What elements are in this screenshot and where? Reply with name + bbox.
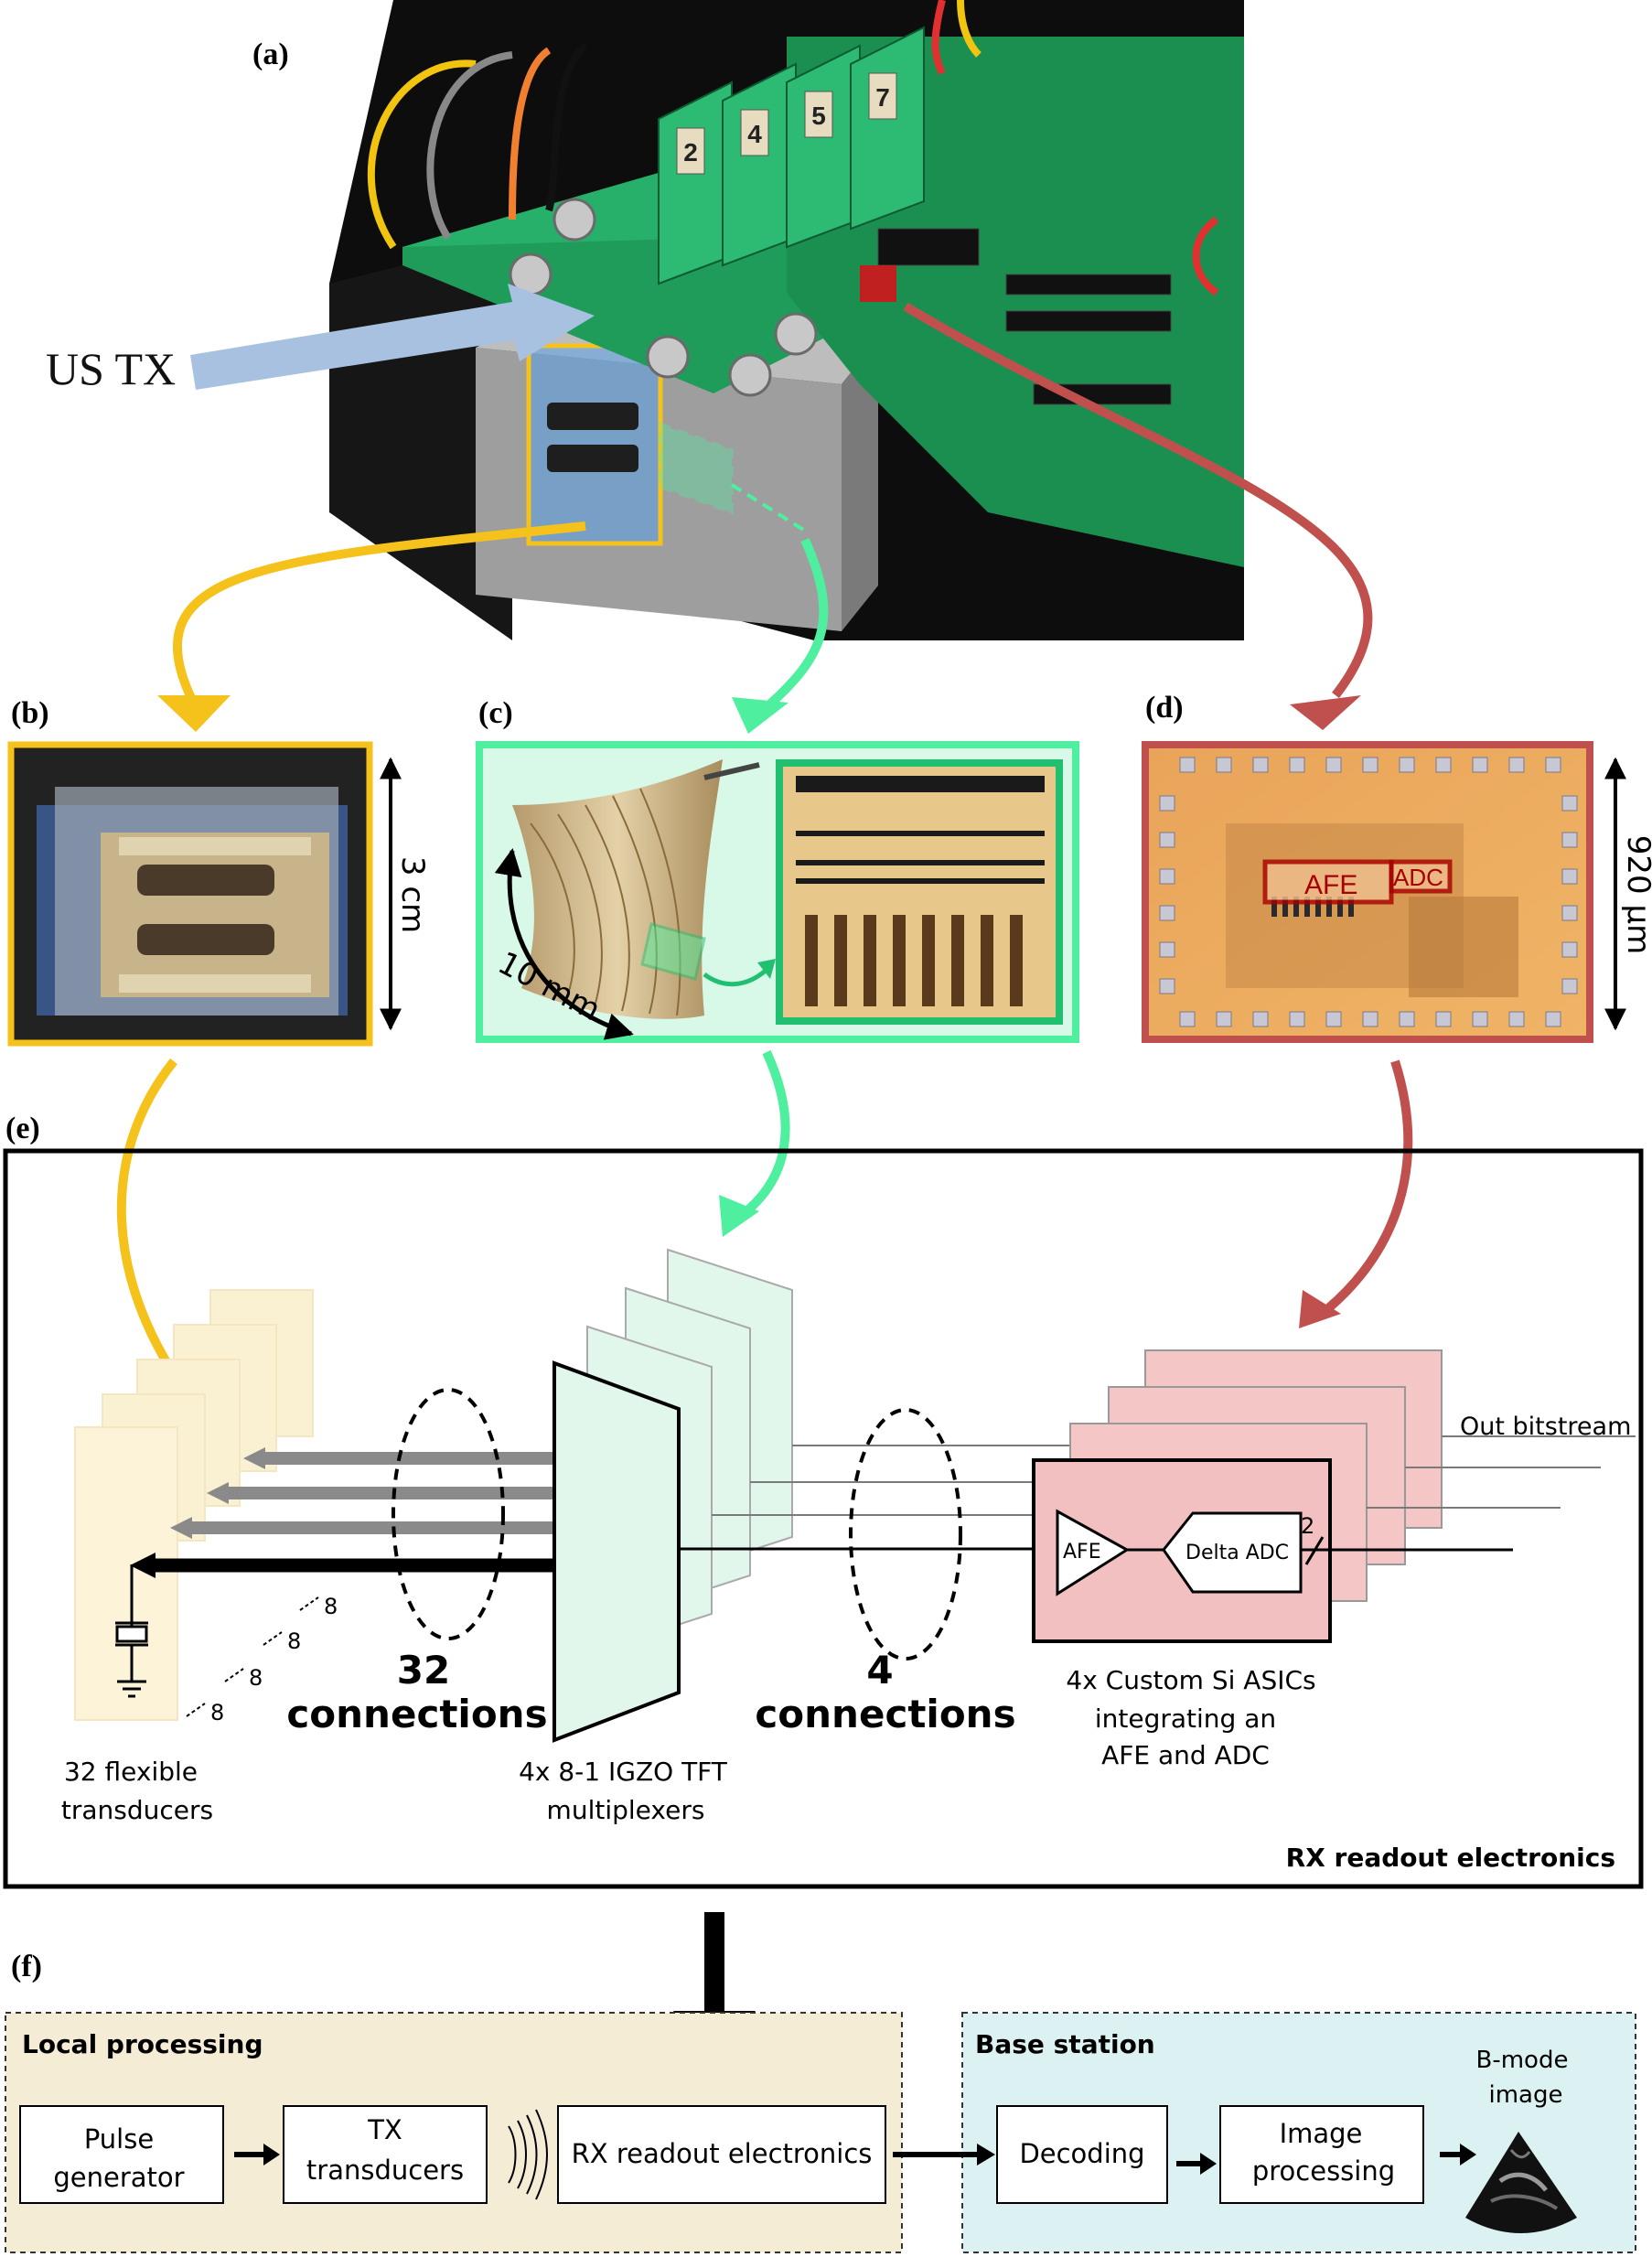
- panel-label-e: (e): [5, 1112, 40, 1145]
- transducers-label-line1: 32 flexible: [64, 1757, 198, 1787]
- arrow-b-to-e: [116, 1058, 200, 1411]
- pulse-generator-line2: generator: [53, 2162, 184, 2193]
- bundle-4-ellipse: [849, 1408, 962, 1661]
- tx-transducers-line1: TX: [367, 2114, 402, 2145]
- bus-mark-label: 8: [324, 1594, 338, 1619]
- rx-readout-box: [557, 2105, 886, 2204]
- asic-label-line1: 4x Custom Si ASICs: [1066, 1665, 1315, 1695]
- base-station-title: Base station: [975, 2029, 1155, 2059]
- bmode-label-line2: image: [1489, 2081, 1563, 2109]
- asic-stack: [1032, 1349, 1443, 1643]
- adc-region-box: [1389, 859, 1453, 894]
- channel-bus: [130, 1447, 554, 1578]
- photo-b: [7, 741, 373, 1047]
- decoding-label: Decoding: [1019, 2138, 1144, 2169]
- us-tx-arrow: [190, 284, 595, 390]
- local-processing-title: Local processing: [22, 2029, 263, 2059]
- asic-outputs: [1301, 1435, 1636, 1565]
- tx-transducers-box: [283, 2105, 488, 2204]
- transducer-symbol: [115, 1564, 148, 1698]
- bus-mark-label: 8: [287, 1628, 301, 1654]
- green-highlight-box: [659, 422, 734, 515]
- transducer-stack: [74, 1289, 314, 1721]
- scale-label-d: 920 μm: [1620, 835, 1652, 954]
- bus-mark-label: 8: [249, 1665, 263, 1691]
- arrow-a-to-c: [756, 537, 829, 717]
- connections-32-word: connections: [286, 1692, 547, 1736]
- image-processing-line1: Image: [1280, 2118, 1363, 2149]
- board-digit: 5: [811, 102, 826, 130]
- board-digit: 7: [875, 83, 890, 112]
- panel-label-f: (f): [11, 1950, 42, 1983]
- panel-label-c: (c): [478, 696, 513, 730]
- scale-label-b: 3 cm: [394, 856, 431, 933]
- board-digit: 4: [747, 120, 762, 148]
- out-bitstream-label: Out bitstream: [1460, 1413, 1631, 1441]
- bundle-32-ellipse: [392, 1388, 505, 1640]
- photo-c: [476, 741, 1079, 1043]
- decoding-box: [996, 2105, 1168, 2204]
- panel-b-frame: [7, 741, 373, 1047]
- photo-d: AFE ADC: [1142, 741, 1593, 1043]
- mux-label-line2: multiplexers: [547, 1795, 705, 1825]
- adc-region-label: ADC: [1393, 864, 1443, 891]
- arrow-a-to-d: [903, 302, 1373, 699]
- connections-4-word: connections: [755, 1692, 1015, 1736]
- flow-arrows: [234, 2144, 1476, 2175]
- afe-region-label: AFE: [1304, 870, 1357, 900]
- bus-mark-label: 8: [210, 1700, 224, 1725]
- arrow-d-to-e: [1314, 1059, 1413, 1321]
- image-processing-line2: processing: [1252, 2155, 1395, 2187]
- rx-readout-label: RX readout electronics: [572, 2138, 873, 2169]
- afe-amplifier: [1056, 1509, 1130, 1596]
- asic-label-line3: AFE and ADC: [1101, 1740, 1270, 1770]
- panel-label-d: (d): [1145, 691, 1184, 725]
- transducers-label-line2: transducers: [61, 1795, 213, 1825]
- delta-adc-label: Delta ADC: [1185, 1542, 1289, 1564]
- board-digit: 2: [683, 138, 698, 167]
- adc-bits-label: 2: [1301, 1513, 1314, 1539]
- image-processing-box: [1219, 2105, 1424, 2204]
- bmode-label-line1: B-mode: [1476, 2047, 1569, 2074]
- readout-title: RX readout electronics: [1286, 1843, 1615, 1873]
- panel-label-a: (a): [252, 38, 289, 71]
- arrow-c-to-e: [729, 1049, 790, 1227]
- yellow-highlight-box: [526, 343, 663, 546]
- acoustic-waves: [508, 2109, 548, 2200]
- mux-stack: [552, 1248, 793, 1743]
- mux-label-line1: 4x 8-1 IGZO TFT: [519, 1757, 728, 1787]
- asic-label-line2: integrating an: [1095, 1703, 1276, 1734]
- panel-label-b: (b): [11, 696, 49, 730]
- tx-transducers-line2: transducers: [306, 2155, 464, 2186]
- asic-chip-a: [860, 265, 896, 302]
- afe-label: AFE: [1063, 1541, 1101, 1564]
- arrow-a-to-b: [172, 521, 586, 703]
- readout-frame: [3, 1148, 1644, 1889]
- connections-4-number: 4: [866, 1648, 893, 1693]
- mux-front: [552, 1360, 681, 1743]
- pulse-generator-box: [19, 2105, 224, 2204]
- bmode-image: [1465, 2132, 1577, 2233]
- photo-a: 2 4 5 7: [329, 0, 1244, 640]
- connections-32-number: 32: [397, 1648, 450, 1693]
- us-tx-label: US TX: [46, 343, 176, 394]
- delta-adc-block: [1162, 1511, 1303, 1594]
- pulse-generator-line1: Pulse: [84, 2123, 154, 2155]
